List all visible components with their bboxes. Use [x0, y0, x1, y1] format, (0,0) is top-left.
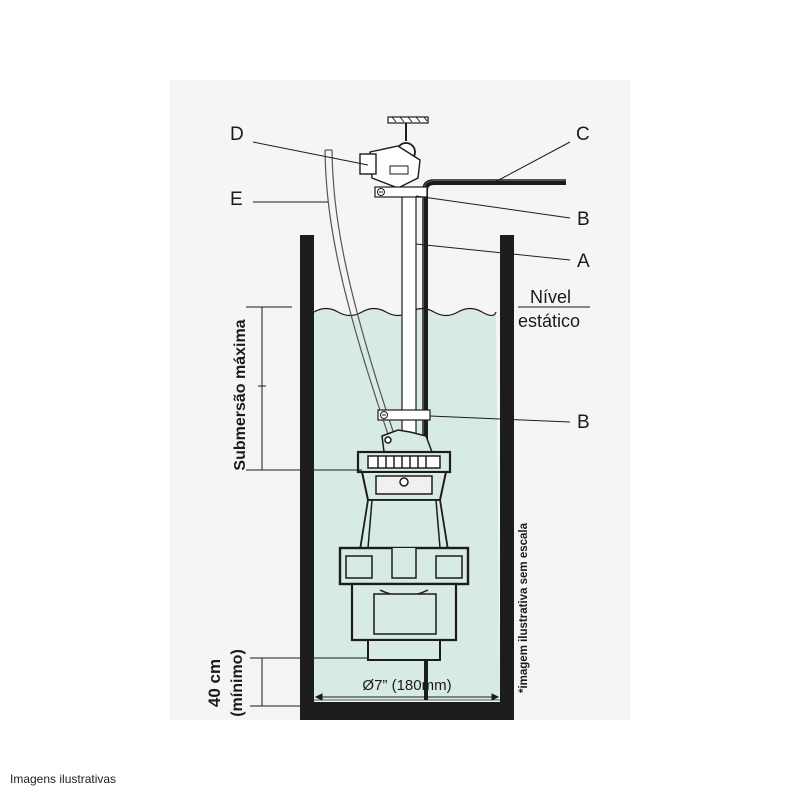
- callout-label-e: E: [230, 189, 243, 210]
- callout-label-d: D: [230, 124, 244, 145]
- pipe-fitting: [359, 145, 421, 189]
- callout-label-b-bottom: B: [577, 412, 590, 433]
- callout-leader-lines: [252, 141, 571, 423]
- well-bottom: [300, 702, 514, 720]
- static-level-label-line2: estático: [518, 311, 580, 331]
- min-clearance-dimension: [250, 657, 368, 707]
- callout-label-a: A: [577, 251, 590, 272]
- well-wall-left: [300, 235, 314, 720]
- clamp-bottom: [377, 409, 431, 421]
- clamp-top: [374, 186, 428, 198]
- min-clearance-label-line2: (mínimo): [229, 649, 246, 717]
- well-wall-right: [500, 235, 514, 720]
- diameter-label: Ø7” (180mm): [362, 677, 451, 694]
- image-caption: Imagens ilustrativas: [10, 772, 117, 786]
- max-submersion-label: Submersão máxima: [232, 319, 249, 470]
- support-rope: [401, 187, 417, 439]
- electric-cable: [324, 149, 391, 441]
- scale-note: *imagem ilustrativa sem escala: [518, 522, 530, 693]
- min-clearance-label-line1: 40 cm: [205, 659, 224, 707]
- diameter-dimension: [314, 693, 500, 701]
- max-submersion-dimension: [246, 306, 362, 471]
- submersible-pump: [338, 429, 470, 661]
- static-level-label-line1: Nível: [530, 287, 571, 307]
- callout-label-c: C: [576, 124, 590, 145]
- callout-label-b-top: B: [577, 209, 590, 230]
